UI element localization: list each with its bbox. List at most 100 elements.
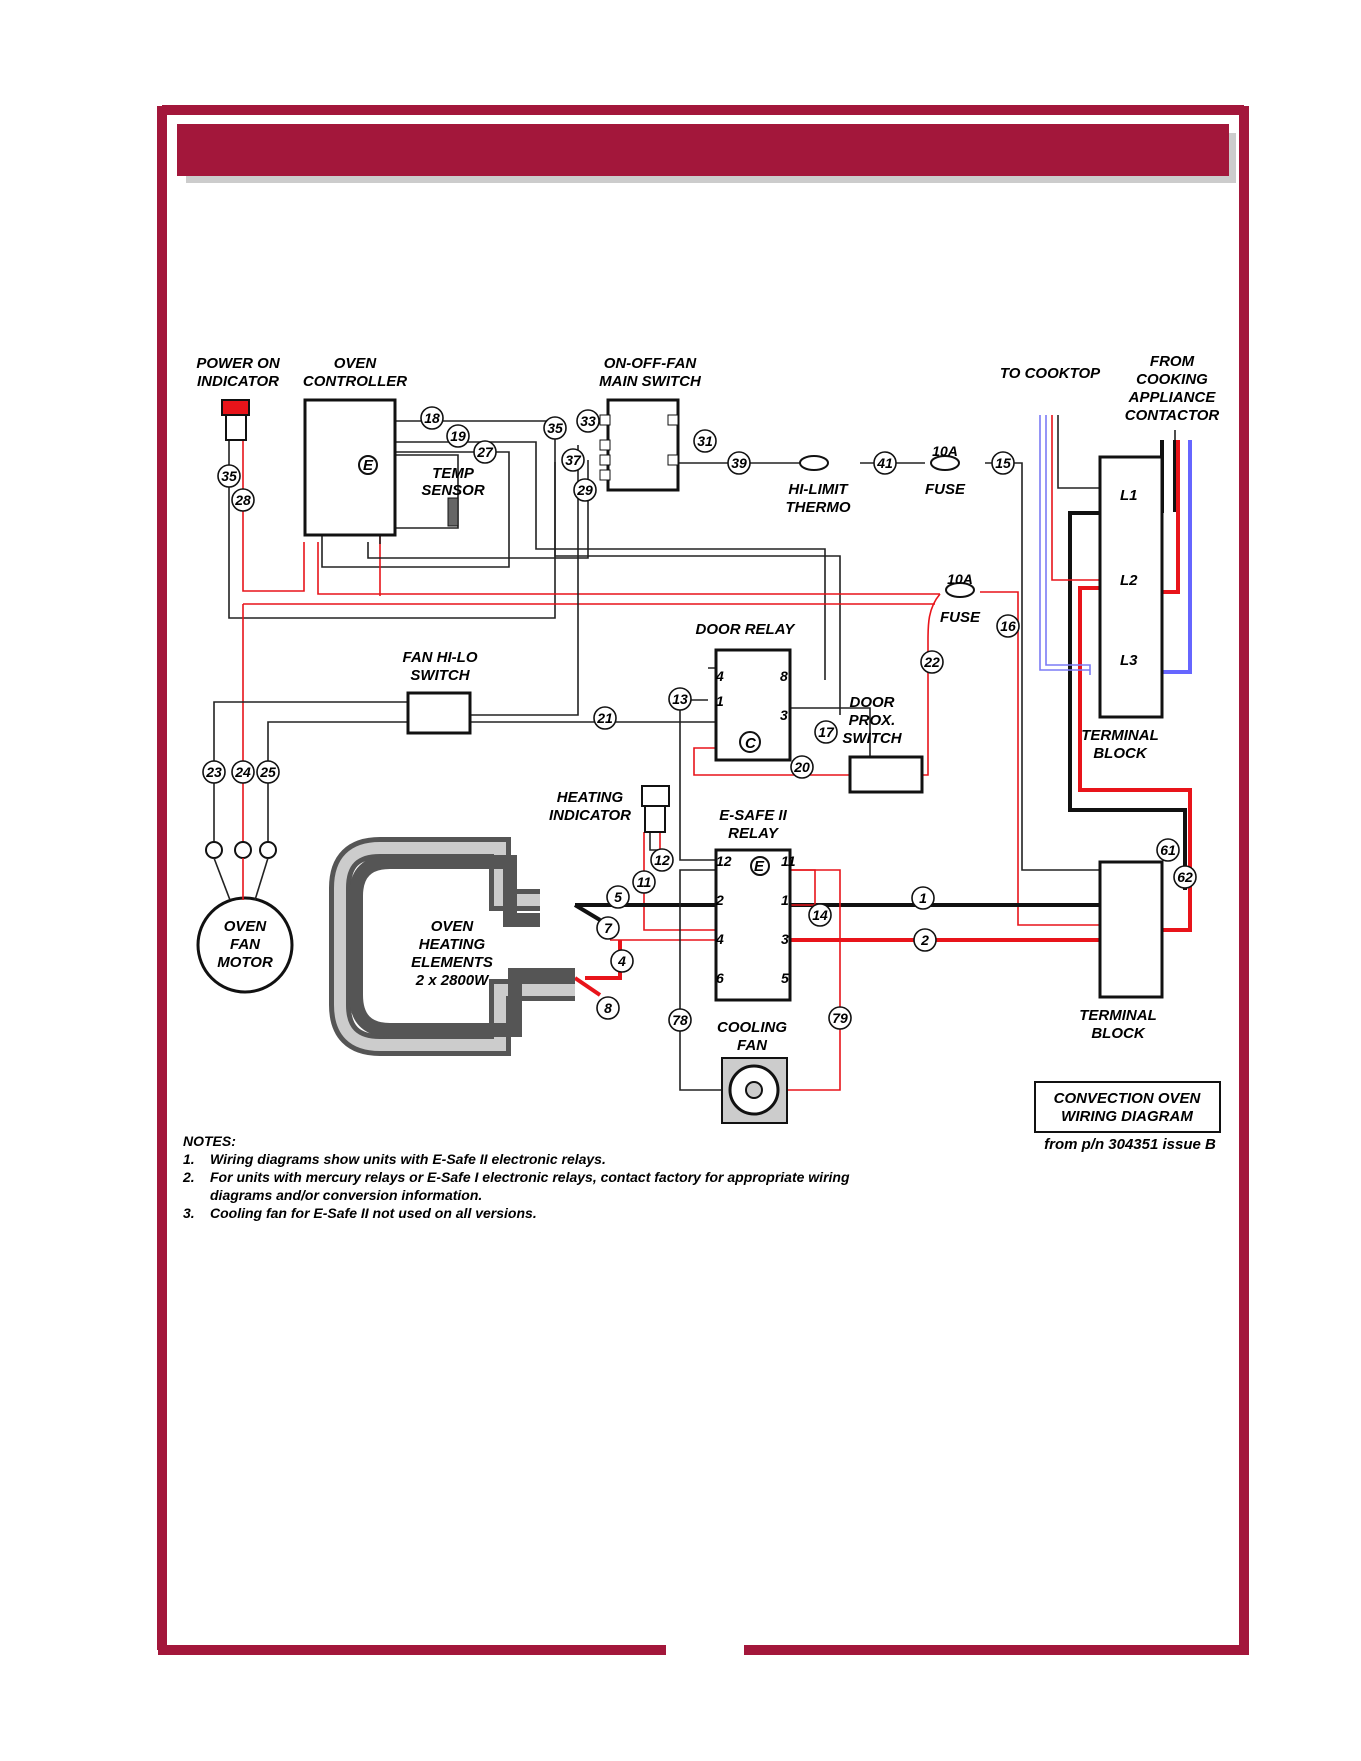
wire-number-label: 12 [654,852,670,868]
esafe-relay-pin: 11 [781,853,796,869]
esafe-relay-label-2: RELAY [728,825,780,842]
temp-sensor [447,497,459,527]
title-box-line-2: WIRING DIAGRAM [1061,1108,1193,1125]
terminal-block-2 [1098,860,1164,999]
wire-number-bubble: 5 [606,885,630,909]
cooling-fan [721,1057,788,1124]
esafe-relay-label-1: E-SAFE II [719,807,787,824]
esafe-relay: E [714,848,792,1002]
wire-number-bubble: 37 [561,448,585,472]
main-switch-label-1: ON-OFF-FAN [604,355,698,372]
heating-elements-label-2: HEATING [419,936,486,953]
wire-number-label: 15 [995,455,1011,471]
wire-number-label: 39 [731,455,747,471]
fan-motor-label-3: MOTOR [217,954,273,971]
door-prox-label-3: SWITCH [842,730,902,747]
wire-number-bubble: 35 [217,464,241,488]
wire-number-label: 1 [919,890,927,906]
wire-number-label: 11 [637,874,652,890]
wire-number-bubble: 27 [473,440,497,464]
terminal-block-1-label-2: BLOCK [1093,745,1147,762]
wire-number-label: 22 [923,654,940,670]
wire-number-label: 28 [234,492,251,508]
main-switch [599,398,680,492]
hi-limit-label-1: HI-LIMIT [788,481,849,498]
door-prox-switch [848,755,924,794]
wire-number-label: 78 [672,1012,688,1028]
cooling-fan-label-1: COOLING [717,1019,787,1036]
notes-heading: NOTES: [183,1133,236,1149]
door-relay-pin: 1 [716,693,724,709]
wire-number-bubble: 79 [828,1006,852,1030]
diagram-labels: POWER ON INDICATOR OVEN CONTROLLER TEMP … [196,353,1219,1153]
oven-controller: E [303,398,397,537]
fan-hilo-label-2: SWITCH [410,667,470,684]
door-relay-c-label: C [745,735,757,752]
esafe-e-label: E [754,858,765,875]
oven-controller-label-2: CONTROLLER [303,373,407,390]
wire-number-bubble: 31 [693,429,717,453]
door-prox-label-2: PROX. [849,712,896,729]
wire-number-bubble: 20 [790,755,814,779]
door-relay: C [714,648,792,762]
wire-number-label: 2 [920,932,929,948]
wire-number-bubble: 11 [632,870,656,894]
door-relay-pin: 4 [715,668,724,684]
fan-motor-label-2: FAN [230,936,261,953]
oven-fan-motor [196,841,294,994]
wire-number-bubble: 24 [231,760,255,784]
wire-number-bubble: 25 [256,760,280,784]
hi-limit-thermo [799,455,829,471]
page-frame [157,105,1249,1655]
esafe-relay-pin: 5 [781,970,789,986]
controller-e-label: E [363,457,374,474]
esafe-relay-pins: 12 2 4 6 11 1 3 5 [715,853,796,986]
main-switch-label-2: MAIN SWITCH [599,373,702,390]
wire-number-label: 23 [205,764,222,780]
title-box [1034,1081,1221,1133]
from-contactor-label-2: COOKING [1136,371,1208,388]
wire-number-label: 17 [818,724,835,740]
wire-number-label: 37 [565,452,582,468]
wire-number-bubble: 33 [576,409,600,433]
fuse-1-rating: 10A [932,443,958,459]
wire-number-label: 24 [234,764,251,780]
note-2-text: For units with mercury relays or E-Safe … [210,1169,850,1185]
to-cooktop-label: TO COOKTOP [1000,365,1101,382]
terminal-block-1 [1098,455,1164,719]
wire-number-bubble: 78 [668,1008,692,1032]
note-2b-text: diagrams and/or conversion information. [210,1187,482,1203]
wire-number-bubble: 12 [650,848,674,872]
wire-number-label: 7 [604,920,613,936]
wire-number-bubble: 18 [420,406,444,430]
wire-number-label: 35 [221,468,237,484]
wire-number-bubble: 23 [202,760,226,784]
terminal-l2: L2 [1120,572,1138,589]
fan-hilo-switch [406,691,472,735]
oven-heating-elements [329,837,575,1056]
note-3-text: Cooling fan for E-Safe II not used on al… [210,1205,537,1221]
wire-number-bubble: 14 [808,903,832,927]
wire-number-label: 27 [476,444,494,460]
wire-number-label: 4 [617,953,626,969]
part-number: from p/n 304351 issue B [1044,1136,1216,1153]
terminal-block-2-label-2: BLOCK [1091,1025,1145,1042]
note-2-number: 2. [182,1169,195,1185]
power-on-label-2: INDICATOR [197,373,279,390]
wire-number-label: 33 [580,413,596,429]
note-3-number: 3. [183,1205,195,1221]
wire-number-label: 13 [672,691,688,707]
wire-number-bubble: 17 [814,720,838,744]
heating-indicator-label-1: HEATING [557,789,624,806]
esafe-relay-pin: 6 [716,970,724,986]
fuse-2-label: FUSE [940,609,981,626]
wire-number-bubble: 29 [573,478,597,502]
fuse-1-label: FUSE [925,481,966,498]
door-relay-pin: 3 [780,707,788,723]
terminal-l3: L3 [1120,652,1138,669]
wire-number-label: 8 [604,1000,612,1016]
heating-indicator [641,785,670,833]
wire-number-label: 25 [259,764,276,780]
